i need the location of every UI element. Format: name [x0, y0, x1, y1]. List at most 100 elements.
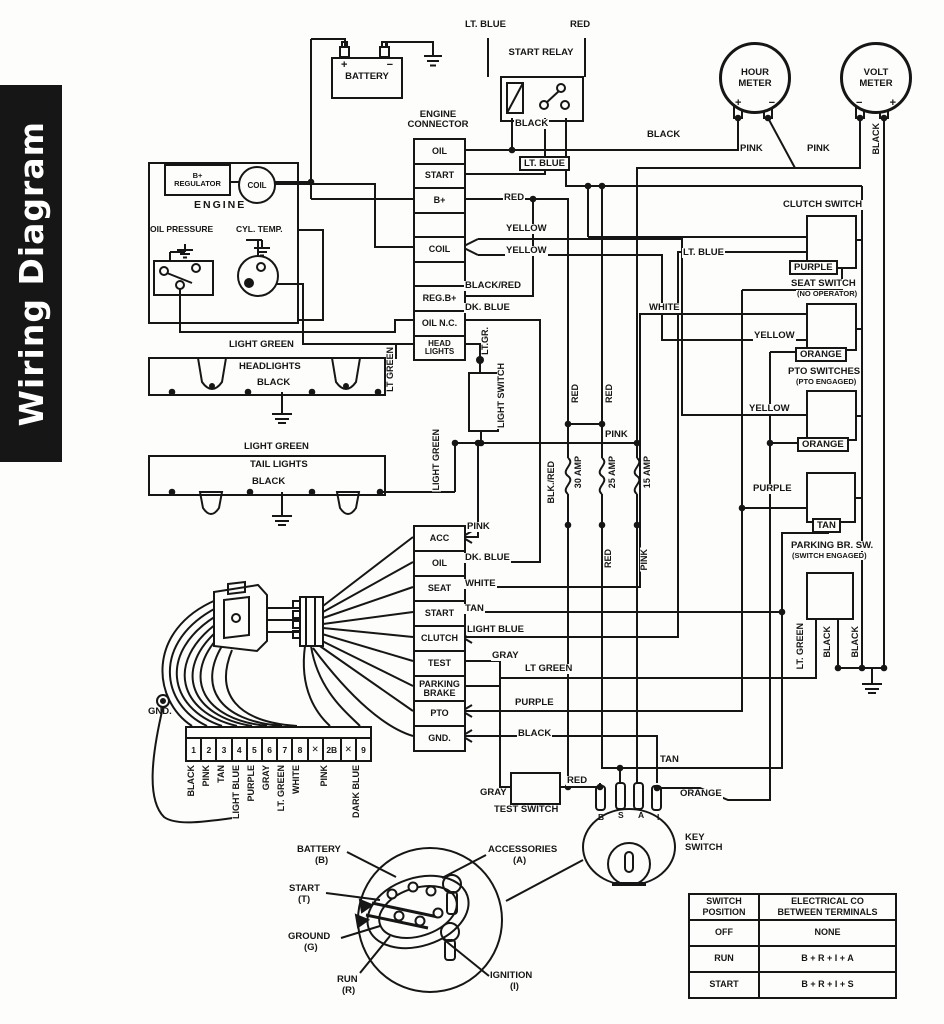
detail-start-t: (T)	[298, 894, 311, 905]
wire-label-yellow2: YELLOW	[505, 245, 548, 256]
wires	[169, 38, 885, 801]
battery-plus: +	[341, 59, 348, 71]
engine-connector-cell: COIL	[415, 238, 464, 263]
hour-meter-minus: −	[768, 96, 775, 109]
fuse-wire-pink-down: PINK	[639, 548, 649, 572]
harness-terminal: 4	[233, 739, 248, 760]
detail-accessories-t: (A)	[513, 855, 527, 866]
wire-label-oil-dkblue: DK. BLUE	[464, 552, 511, 563]
engine-connector-cell: REG.B+	[415, 287, 464, 312]
volt-meter-minus: −	[856, 96, 863, 109]
tail-lights-title: TAIL LIGHTS	[250, 459, 308, 470]
battery-box: + − BATTERY	[331, 57, 403, 99]
engine-connector-cell: OIL	[415, 140, 464, 165]
main-connector-cell: TEST	[415, 652, 464, 677]
key-switch-title2: SWITCH	[685, 841, 723, 853]
key-wire-tan: TAN	[659, 754, 680, 765]
wire-label-acc-pink: PINK	[466, 521, 491, 532]
seat-switch-title: SEAT SWITCH	[790, 278, 857, 289]
clutch-switch-title: CLUTCH SWITCH	[782, 199, 864, 210]
headlights-wire-bottom: BLACK	[257, 377, 291, 388]
parking-brake-black1: BLACK	[822, 625, 832, 659]
engine-connector-cell: HEAD LIGHTS	[424, 338, 455, 356]
harness-terminal: ✕	[309, 739, 324, 760]
pto-switches-box	[806, 390, 857, 441]
fuse-wire-red-up2: RED	[604, 383, 614, 405]
regulator-box: B+ REGULATOR	[164, 164, 231, 196]
key-detail-symbol	[325, 847, 584, 993]
oil-pressure-switch	[153, 260, 214, 296]
clutch-switch-purple: PURPLE	[789, 260, 838, 275]
start-relay-box	[500, 76, 584, 122]
engine-connector-cell: OIL N.C.	[415, 312, 464, 337]
parking-brake-black2: BLACK	[850, 625, 860, 659]
main-connector-cell: START	[415, 602, 464, 627]
harness-terminal: 7	[278, 739, 294, 760]
fuse-30amp: 30 AMP	[573, 455, 583, 490]
page-banner: Wiring Diagram	[0, 85, 62, 462]
wire-label-red: RED	[503, 192, 526, 203]
headlights-wire-top: LIGHT GREEN	[229, 339, 294, 350]
table-header-switch: SWITCH	[706, 895, 742, 906]
harness-color: DARK BLUE	[351, 764, 361, 819]
wire-label-dk-blue: DK. BLUE	[464, 302, 511, 313]
switch-position-table: SWITCH POSITION ELECTRICAL CO BETWEEN TE…	[688, 893, 897, 999]
harness-terminal: 3	[217, 739, 233, 760]
wire-label-pink-right: PINK	[806, 143, 831, 154]
start-relay-title: START RELAY	[505, 48, 577, 58]
harness-terminal: 5	[248, 739, 264, 760]
hour-meter-line1: HOUR	[741, 66, 769, 78]
harness-color: LT. GREEN	[276, 764, 286, 813]
harness-terminal: 6	[263, 739, 279, 760]
wire-label-seat-white: WHITE	[464, 578, 497, 589]
engine-connector-title: ENGINE CONNECTOR	[404, 110, 472, 130]
fuse-25amp: 25 AMP	[607, 455, 617, 490]
table-header-terminals: BETWEEN TERMINALS	[777, 907, 878, 917]
volt-meter: VOLT METER −+	[840, 42, 912, 114]
regulator-line1: B+	[192, 170, 203, 180]
pto-switches-title: PTO SWITCHES	[787, 366, 862, 377]
wire-label-yellow1: YELLOW	[505, 223, 548, 234]
main-connector-cell: OIL	[415, 552, 464, 577]
parking-brake-box	[806, 572, 854, 620]
main-connector-cell: PARKING BRAKE	[415, 677, 464, 702]
tail-lights-wire-side: LIGHT GREEN	[431, 428, 441, 492]
test-switch-box	[510, 772, 561, 805]
wire-label-start-tan: TAN	[464, 603, 485, 614]
wire-label-black-red: BLACK/RED	[464, 280, 522, 291]
engine-connector: OIL START B+ COIL REG.B+ OIL N.C. HEAD L…	[413, 138, 466, 361]
detail-ground-t: (G)	[304, 942, 318, 953]
detail-battery-t: (B)	[315, 855, 329, 866]
key-switch-title1: KEY	[685, 832, 705, 843]
table-cell: B + R + I + A	[760, 947, 895, 973]
parking-brake-title: PARKING BR. SW.	[790, 540, 875, 551]
headlights-wire-side: LT GREEN	[385, 346, 395, 393]
engine-connector-cell	[415, 263, 464, 288]
fuse-15amp: 15 AMP	[642, 455, 652, 490]
table-cell: RUN	[690, 947, 760, 973]
harness-color: PINK	[201, 764, 211, 788]
volt-meter-line1: VOLT	[863, 66, 889, 78]
tail-lights-wire-bottom: BLACK	[252, 476, 286, 487]
light-switch-title: LIGHT SWITCH	[496, 362, 506, 429]
engine-connector-title2: CONNECTOR	[407, 118, 469, 130]
detail-ignition: IGNITION	[490, 970, 533, 981]
cyl-temp-label: CYL. TEMP.	[236, 224, 283, 234]
fuse-wire-red-down: RED	[603, 548, 613, 570]
table-cell: OFF	[690, 921, 760, 947]
clutch-switch-lt-blue: LT. BLUE	[682, 247, 725, 258]
harness-terminal: ✕	[342, 739, 357, 760]
wire-label-relay-lt-blue: LT. BLUE	[519, 156, 570, 171]
wire-label-black-vert: BLACK	[871, 122, 881, 156]
pto-switches-orange: ORANGE	[797, 437, 849, 452]
seat-switch-white: WHITE	[648, 302, 681, 313]
wire-label-pink-left: PINK	[739, 143, 764, 154]
detail-run: RUN	[337, 974, 358, 985]
table-header-col2: ELECTRICAL CO BETWEEN TERMINALS	[760, 895, 895, 921]
engine-connector-cell: B+	[415, 189, 464, 214]
wire-label-pto-purple: PURPLE	[514, 697, 555, 708]
battery-label: BATTERY	[345, 71, 389, 82]
key-terminal-i: I	[657, 812, 660, 822]
pto-switches-subtitle: (PTO ENGAGED)	[795, 377, 858, 386]
